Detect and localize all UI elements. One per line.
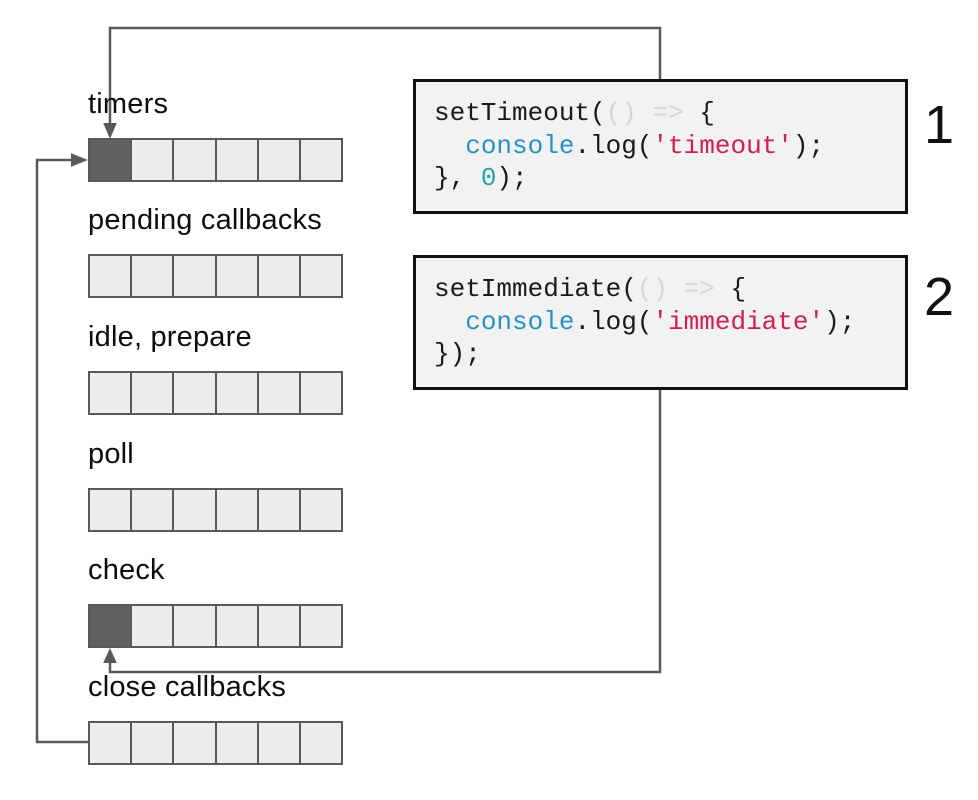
code-box-1-number: 1 [923,95,955,155]
phase-cell-idle-prepare-1 [132,373,175,413]
phase-cell-idle-prepare-0 [90,373,133,413]
code-token-string: 'timeout' [652,130,793,161]
code-line: setTimeout(() => { [434,97,887,130]
connector-close-loop-to-timers [35,158,88,744]
code-token-ident: console [465,306,575,337]
phase-cell-pending-callbacks-2 [174,256,217,296]
code-token-plain: .log( [574,130,653,161]
phase-cell-poll-1 [132,490,175,530]
phase-check: check [88,550,343,648]
phase-timers: timers [88,84,343,182]
code-token-plain: setTimeout( [434,98,606,128]
phase-cell-close-callbacks-3 [216,723,259,763]
code-token-muted: => [683,274,715,304]
phase-cell-poll-0 [90,490,133,530]
phase-cell-check-3 [216,606,259,646]
phase-cell-pending-callbacks-3 [216,256,259,296]
code-token-number: 0 [480,163,497,193]
code-token-muted: => [652,98,684,128]
phase-cell-timers-3 [216,140,259,180]
phase-cell-close-callbacks-2 [174,723,217,763]
phase-cell-timers-4 [258,140,301,180]
phase-cell-close-callbacks-4 [258,723,301,763]
phase-idle-prepare: idle, prepare [88,317,343,415]
phase-label-timers: timers [88,88,169,120]
code-token-plain: .log( [574,306,653,337]
phase-cell-timers-5 [300,140,342,180]
arrowhead-right-timers-icon [71,153,88,167]
code-token-ident: console [465,130,575,161]
phase-cell-idle-prepare-3 [216,373,259,413]
phase-cell-idle-prepare-4 [258,373,301,413]
phase-cell-check-5 [300,606,342,646]
code-token-plain [668,274,684,304]
phase-close-callbacks: close callbacks [88,667,343,765]
phase-cell-check-1 [132,606,175,646]
code-token-muted: () [605,98,637,128]
code-box-settimeout: setTimeout(() => { console.log('timeout'… [413,79,908,214]
code-token-plain [434,131,465,161]
code-box-2-number: 2 [923,267,955,327]
phase-cell-close-callbacks-5 [300,723,342,763]
phase-label-check: check [88,554,165,586]
phase-cell-pending-callbacks-0 [90,256,133,296]
code-token-muted: () [636,274,669,304]
code-line: console.log('immediate'); [434,306,887,339]
code-token-plain: { [714,274,747,304]
phase-queue-pending-callbacks [88,254,343,298]
phase-cell-poll-4 [258,490,301,530]
phase-cell-timers-1 [132,140,175,180]
code-token-plain: { [683,98,715,128]
phase-cell-pending-callbacks-5 [300,256,342,296]
phase-cell-check-0-filled [90,606,133,646]
code-line: }, 0); [434,162,887,195]
phase-cell-pending-callbacks-4 [258,256,301,296]
phase-cell-poll-2 [174,490,217,530]
phase-queue-poll [88,488,343,532]
phase-cell-idle-prepare-2 [174,373,217,413]
phase-queue-timers [88,138,343,182]
code-token-plain: ); [824,306,856,337]
phase-cell-check-4 [258,606,301,646]
phase-cell-close-callbacks-0 [90,723,133,763]
code-token-plain: }); [434,339,481,369]
arrowhead-up-check-icon [103,648,117,663]
code-line: setImmediate(() => { [434,273,887,306]
phase-label-poll: poll [88,438,134,470]
phase-cell-poll-5 [300,490,342,530]
phase-queue-idle-prepare [88,371,343,415]
phase-cell-pending-callbacks-1 [132,256,175,296]
phase-label-pending-callbacks: pending callbacks [88,204,322,236]
phase-label-close-callbacks: close callbacks [88,671,287,703]
code-line: }); [434,338,887,371]
phase-poll: poll [88,434,343,532]
phase-cell-timers-0-filled [90,140,133,180]
code-token-plain: setImmediate( [434,274,637,304]
phase-queue-close-callbacks [88,721,343,765]
code-token-plain: }, [434,163,481,193]
phase-cell-idle-prepare-5 [300,373,342,413]
phase-cell-poll-3 [216,490,259,530]
phase-queue-check [88,604,343,648]
code-token-string: 'immediate' [652,306,825,337]
code-line: console.log('timeout'); [434,130,887,163]
code-token-plain: ); [496,163,528,193]
phase-cell-timers-2 [174,140,217,180]
phase-label-idle-prepare: idle, prepare [88,321,252,353]
code-token-plain: ); [792,130,825,161]
code-token-plain [637,98,653,128]
phase-cell-check-2 [174,606,217,646]
code-box-setimmediate: setImmediate(() => { console.log('immedi… [413,255,908,390]
phase-pending-callbacks: pending callbacks [88,200,343,298]
phase-cell-close-callbacks-1 [132,723,175,763]
code-token-plain [434,307,465,337]
